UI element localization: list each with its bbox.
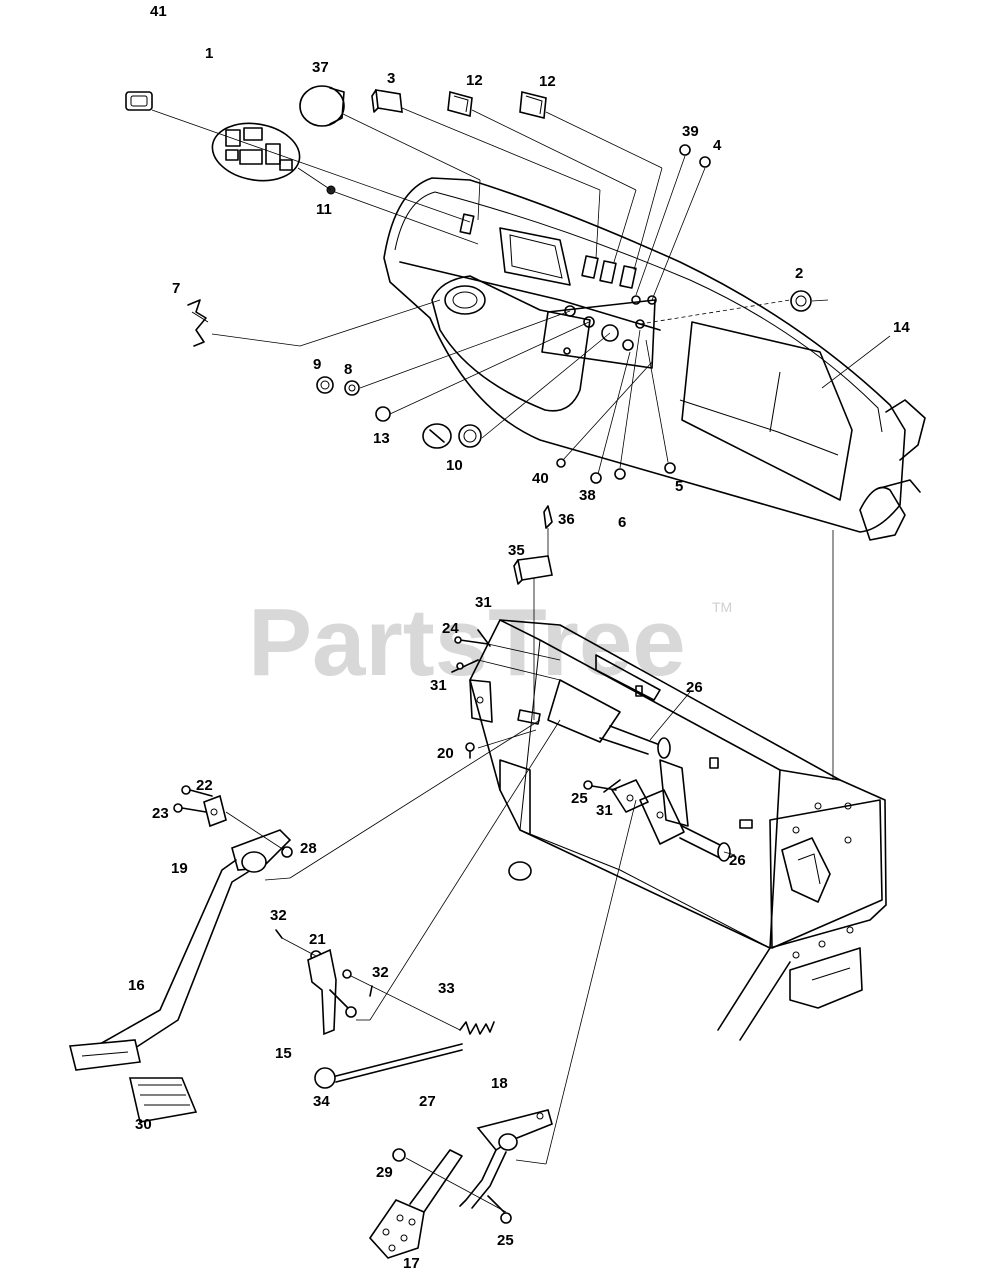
watermark-tm: TM [712, 599, 732, 615]
callout-34: 34 [313, 1093, 330, 1110]
part-2-knob[interactable] [790, 290, 812, 312]
callout-2: 2 [795, 265, 803, 282]
callout-29: 29 [376, 1164, 393, 1181]
callout-5: 5 [675, 478, 683, 495]
callout-25b: 25 [497, 1232, 514, 1249]
callout-1: 1 [205, 45, 213, 62]
callout-18: 18 [491, 1075, 508, 1092]
callout-35: 35 [508, 542, 525, 559]
part-8-nut[interactable] [344, 380, 360, 396]
part-3-switch[interactable] [371, 89, 403, 113]
callout-12a: 12 [466, 72, 483, 89]
part-22-bolt[interactable] [181, 785, 213, 797]
callout-28: 28 [300, 840, 317, 857]
leader-lines-frame [477, 643, 736, 856]
callout-13: 13 [373, 430, 390, 447]
part-33-spring[interactable] [459, 1021, 495, 1035]
part-31b-pin[interactable] [451, 659, 479, 673]
dash-panel[interactable] [383, 177, 926, 541]
part-23-bolt[interactable] [173, 803, 207, 813]
callout-8: 8 [344, 361, 352, 378]
callout-19: 19 [171, 860, 188, 877]
part-27-rod[interactable] [335, 1043, 463, 1083]
callout-26a: 26 [686, 679, 703, 696]
callout-31b: 31 [430, 677, 447, 694]
callout-15: 15 [275, 1045, 292, 1062]
part-40-screw[interactable] [556, 458, 566, 468]
part-9-nut[interactable] [316, 376, 334, 394]
callout-38: 38 [579, 487, 596, 504]
part-29-nut[interactable] [392, 1148, 406, 1162]
callout-7: 7 [172, 280, 180, 297]
callout-23: 23 [152, 805, 169, 822]
callout-labels: 41 1 37 3 12 12 39 4 11 2 7 14 9 8 13 10… [128, 3, 910, 1272]
callout-6: 6 [618, 514, 626, 531]
part-18-pedal-arm[interactable] [459, 1109, 553, 1209]
callout-26b: 26 [729, 852, 746, 869]
callout-12b: 12 [539, 73, 556, 90]
callout-4: 4 [713, 137, 722, 154]
callout-11: 11 [316, 201, 332, 218]
callout-30: 30 [135, 1116, 152, 1133]
part-10-ignition-switch[interactable] [422, 423, 482, 449]
callout-21: 21 [309, 931, 326, 948]
leader-lines-pedals [225, 719, 637, 1213]
part-7-clip[interactable] [187, 299, 209, 347]
callout-24: 24 [442, 620, 459, 637]
part-30-pedal-pad[interactable] [128, 1077, 198, 1123]
callout-16: 16 [128, 977, 145, 994]
callout-3: 3 [387, 70, 395, 87]
part-6-nut[interactable] [614, 468, 626, 480]
part-25b-bolt[interactable] [487, 1195, 512, 1224]
part-39-screw[interactable] [679, 144, 691, 156]
callout-31a: 31 [475, 594, 492, 611]
callout-17: 17 [403, 1255, 420, 1272]
callout-22: 22 [196, 777, 213, 794]
part-24-bolt[interactable] [454, 636, 489, 645]
callout-33: 33 [438, 980, 455, 997]
callout-14: 14 [893, 319, 910, 336]
callout-20: 20 [437, 745, 454, 762]
watermark-text: PartsTree [248, 589, 686, 696]
callout-32b: 32 [372, 964, 389, 981]
callout-32a: 32 [270, 907, 287, 924]
callout-41: 41 [150, 3, 167, 20]
part-20-bolt[interactable] [465, 742, 475, 759]
part-31a-pin[interactable] [477, 629, 491, 647]
part-1-hour-meter[interactable] [208, 117, 304, 187]
part-19-bracket[interactable] [203, 794, 227, 828]
callout-10: 10 [446, 457, 463, 474]
callout-25a: 25 [571, 790, 588, 807]
part-16-brake-pedal[interactable] [68, 829, 292, 1071]
part-12a-switch-cover[interactable] [447, 90, 473, 118]
callout-27: 27 [419, 1093, 436, 1110]
part-15-lever[interactable] [307, 948, 357, 1036]
part-28-nut[interactable] [281, 846, 293, 858]
chassis-frame[interactable] [469, 619, 887, 1041]
part-35-switch[interactable] [513, 555, 553, 585]
part-25a-bolt[interactable] [583, 780, 617, 791]
part-5-nut[interactable] [664, 462, 676, 474]
part-38-screw[interactable] [590, 472, 602, 484]
part-41-cover[interactable] [125, 91, 153, 111]
callout-39: 39 [682, 123, 699, 140]
part-12b-switch-cover[interactable] [519, 90, 547, 120]
part-32a-pin[interactable] [275, 929, 283, 939]
part-13-plug[interactable] [375, 406, 391, 422]
leader-lines [151, 107, 891, 780]
callout-31c: 31 [596, 802, 613, 819]
callout-36: 36 [558, 511, 575, 528]
part-34-knob[interactable] [314, 1067, 336, 1089]
part-17-accelerator-bracket[interactable] [368, 1149, 463, 1259]
part-36-clip[interactable] [543, 505, 553, 529]
part-31c-pin[interactable] [603, 779, 621, 793]
callout-9: 9 [313, 356, 321, 373]
part-32b-pin[interactable] [342, 969, 373, 997]
part-4-nut[interactable] [699, 156, 711, 168]
callout-40: 40 [532, 470, 549, 487]
callout-37: 37 [312, 59, 329, 76]
part-37-gauge[interactable] [299, 85, 345, 127]
